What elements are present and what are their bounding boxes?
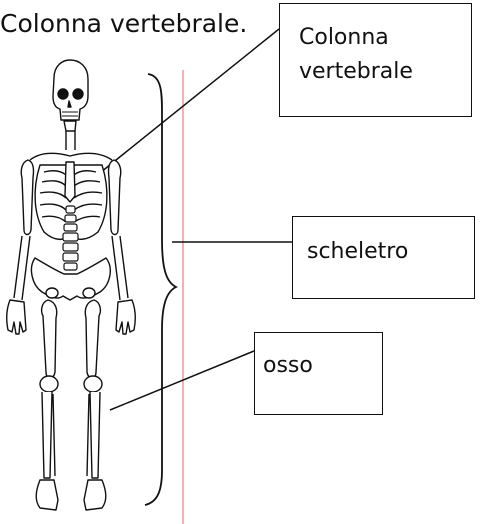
label-box-colonna-vertebrale: Colonna vertebrale — [279, 3, 472, 117]
curly-brace — [145, 74, 176, 505]
label-colonna-line2: vertebrale — [299, 55, 413, 89]
label-box-osso: osso — [254, 332, 383, 415]
label-osso: osso — [263, 349, 313, 383]
label-box-scheletro: scheletro — [292, 216, 475, 299]
leader-line-osso — [110, 351, 254, 410]
label-colonna-vertebrale: Colonna vertebrale — [299, 21, 413, 89]
label-scheletro: scheletro — [307, 235, 408, 269]
skeleton-illustration — [7, 60, 136, 510]
label-colonna-line1: Colonna — [299, 21, 413, 55]
